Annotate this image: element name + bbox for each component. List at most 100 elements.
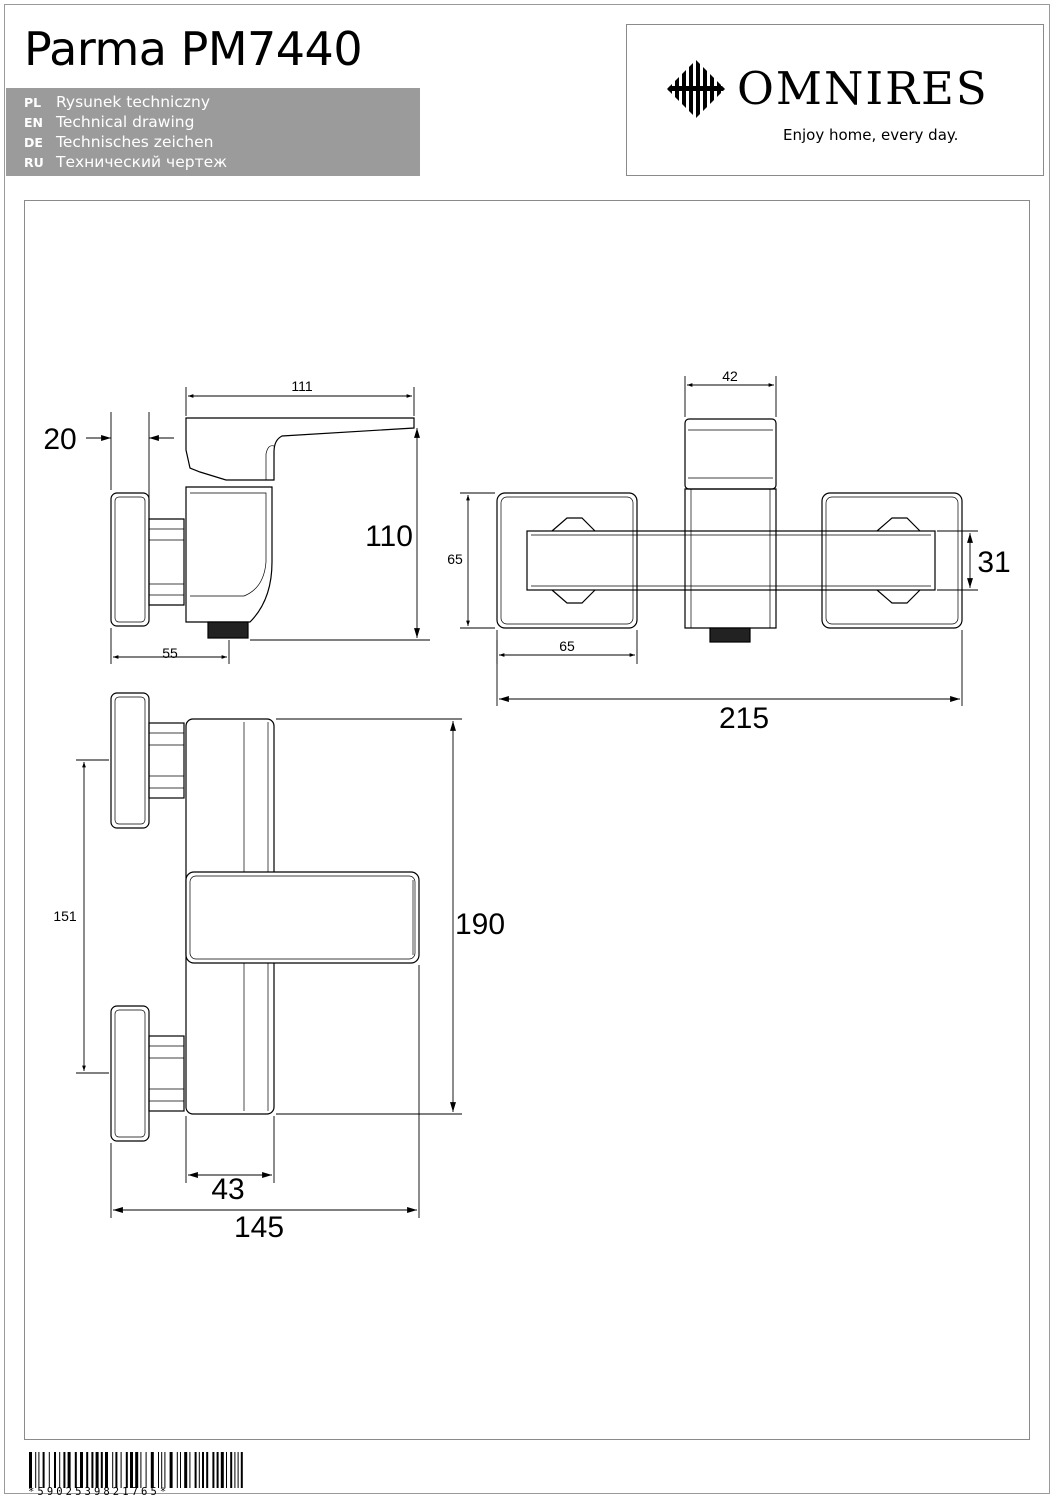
diamond-stripes-icon — [667, 60, 725, 118]
language-label: Технический чертеж — [56, 153, 228, 171]
side-outlet-thread — [207, 621, 249, 639]
dim-front-body-width: 43 — [211, 1173, 244, 1206]
side-wall-handle-inner — [114, 496, 146, 623]
top-right-handle — [821, 492, 963, 629]
top-left-handle — [496, 492, 638, 629]
brand-name: OMNIRES — [737, 62, 989, 115]
barcode-bar — [130, 1452, 133, 1488]
top-body-head — [684, 418, 777, 490]
front-top-handle — [110, 692, 150, 829]
barcode-bar — [240, 1452, 243, 1488]
barcode-bar — [80, 1452, 83, 1488]
barcode-bar — [67, 1452, 71, 1488]
front-lever — [185, 871, 420, 964]
page-title: Parma PM7440 — [24, 22, 363, 76]
side-connector — [148, 518, 185, 606]
language-row-en: EN Technical drawing — [24, 112, 194, 132]
top-view — [496, 418, 963, 643]
front-bottom-connector — [148, 1035, 185, 1112]
barcode-bar — [180, 1452, 181, 1488]
dim-wall-offset: 20 — [43, 423, 76, 456]
barcode-bar — [212, 1452, 215, 1488]
barcode-bar — [74, 1452, 77, 1488]
barcode-bar — [95, 1452, 99, 1488]
dimension-lines — [76, 376, 978, 1218]
barcode-bar — [54, 1452, 56, 1488]
barcode-bars — [29, 1452, 243, 1488]
dim-top-total-width: 215 — [719, 702, 769, 735]
top-outlet-thread — [709, 627, 751, 643]
barcode-bar — [91, 1452, 94, 1488]
top-lever-bar — [526, 530, 936, 591]
language-code: DE — [24, 135, 43, 150]
barcode-bar — [184, 1452, 188, 1488]
barcode-bar — [206, 1452, 209, 1488]
barcode-bar — [38, 1452, 40, 1488]
barcode-bar — [176, 1452, 178, 1488]
language-label: Technisches zeichen — [56, 133, 214, 151]
barcode-bar — [105, 1452, 108, 1488]
barcode-bar — [140, 1452, 142, 1488]
top-left-insert — [551, 517, 596, 532]
barcode-bar — [189, 1452, 191, 1488]
language-code: EN — [24, 115, 44, 130]
language-row-ru: RU Технический чертеж — [24, 152, 227, 172]
barcode-bar — [48, 1452, 50, 1488]
barcode-bar — [194, 1452, 197, 1488]
barcode-bar — [237, 1452, 239, 1488]
drawing-frame — [24, 200, 1030, 1440]
barcode-bar — [216, 1452, 219, 1488]
dim-front-spacing: 151 — [53, 908, 77, 924]
barcode-bar — [115, 1452, 118, 1488]
top-body — [684, 488, 777, 629]
dim-top-body-width: 42 — [722, 368, 738, 384]
barcode-bar — [86, 1452, 89, 1488]
barcode-bar — [169, 1452, 173, 1488]
language-label: Technical drawing — [56, 113, 195, 131]
front-bottom-handle — [110, 1005, 150, 1142]
barcode-bar — [29, 1452, 32, 1488]
dim-front-total-depth: 145 — [234, 1211, 284, 1244]
barcode-bar — [220, 1452, 224, 1488]
barcode-bar — [161, 1452, 163, 1488]
language-row-de: DE Technisches zeichen — [24, 132, 214, 152]
barcode-bar — [226, 1452, 227, 1488]
barcode-bar — [35, 1452, 37, 1488]
barcode-bar — [198, 1452, 200, 1488]
barcode-bar — [164, 1452, 166, 1488]
barcode-bar — [150, 1452, 154, 1488]
barcode-bar — [230, 1452, 233, 1488]
dim-top-height: 65 — [447, 551, 463, 567]
language-row-pl: PL Rysunek techniczny — [24, 92, 210, 112]
barcode-digits: *5902539821765* — [28, 1486, 170, 1498]
side-wall-handle — [110, 492, 150, 627]
language-label: Rysunek techniczny — [56, 93, 211, 111]
barcode-bar — [125, 1452, 128, 1488]
barcode-bar — [135, 1452, 139, 1488]
barcode-bar — [145, 1452, 147, 1488]
dim-side-depth: 55 — [162, 645, 178, 661]
barcode-bar — [202, 1452, 204, 1488]
language-band: PL Rysunek techniczny EN Technical drawing… — [6, 88, 420, 176]
front-view — [110, 692, 420, 1142]
barcode-bar — [112, 1452, 114, 1488]
top-right-insert — [876, 517, 921, 532]
brand-logo-box: OMNIRES Enjoy home, every day. — [626, 24, 1044, 176]
barcode-bar — [59, 1452, 61, 1488]
side-view — [110, 417, 415, 639]
brand-tagline: Enjoy home, every day. — [783, 126, 959, 144]
dim-side-width: 111 — [291, 378, 312, 394]
dim-side-height: 110 — [365, 520, 413, 553]
dim-top-lever-height: 31 — [977, 546, 1010, 579]
page-border — [4, 4, 1050, 1494]
barcode-bar — [120, 1452, 122, 1488]
side-lever — [185, 417, 415, 481]
dim-top-handle-width: 65 — [559, 638, 575, 654]
barcode-bar — [158, 1452, 159, 1488]
language-code: RU — [24, 155, 44, 170]
side-body — [185, 486, 273, 623]
barcode-bar — [234, 1452, 236, 1488]
language-code: PL — [24, 95, 42, 110]
